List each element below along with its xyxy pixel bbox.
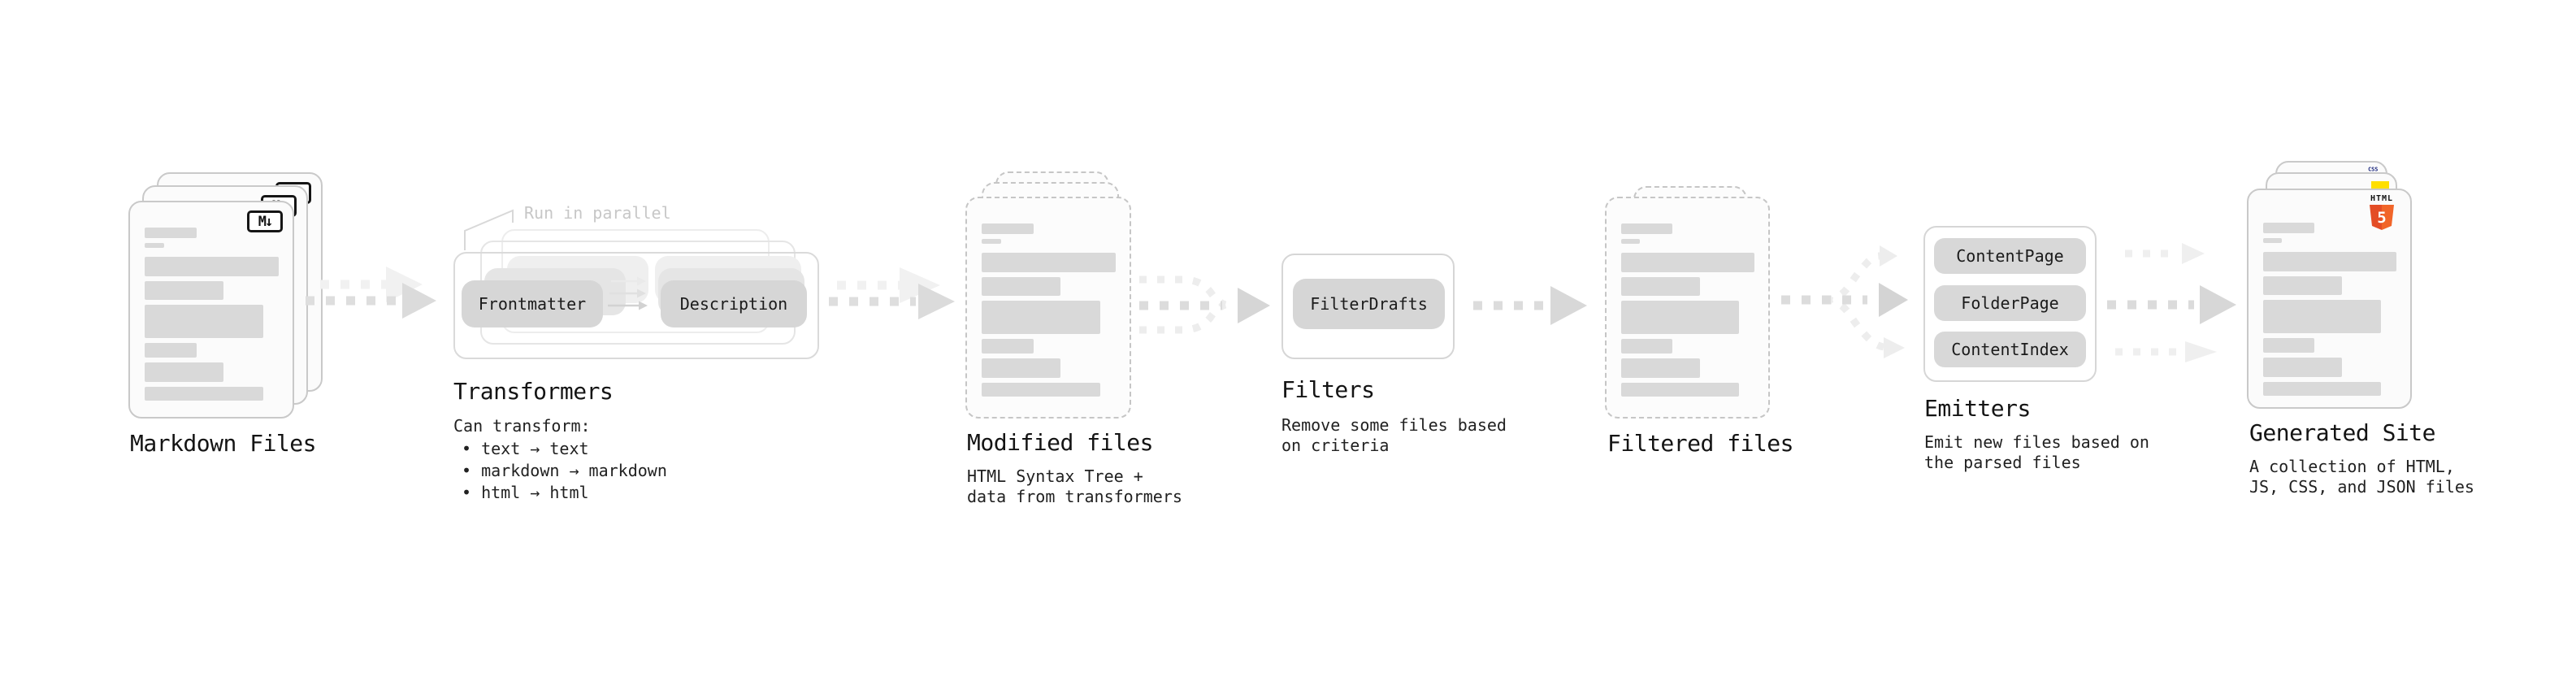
transformer-run-box-front bbox=[453, 252, 819, 359]
file-content-bar bbox=[2263, 223, 2315, 233]
file-content-bar bbox=[2263, 300, 2382, 333]
contentindex-pill: ContentIndex bbox=[1934, 332, 2086, 367]
file-content-bar bbox=[145, 387, 264, 401]
run-in-parallel-note: Run in parallel bbox=[524, 203, 671, 223]
html5-icon: HTML 5 bbox=[2361, 195, 2402, 230]
file-content-bar bbox=[1621, 383, 1740, 397]
arrow-markdown-to-transformers bbox=[306, 267, 436, 319]
file-content-placeholder bbox=[2263, 223, 2399, 401]
markdown-files-title: Markdown Files bbox=[130, 430, 317, 457]
file-content-placeholder bbox=[1621, 223, 1757, 401]
filters-box bbox=[1281, 254, 1455, 359]
filtered-files-title: Filtered files bbox=[1607, 430, 1794, 457]
file-content-bar bbox=[982, 223, 1034, 234]
arrow-filters-to-filtered bbox=[1473, 286, 1587, 325]
filterdrafts-pill: FilterDrafts bbox=[1293, 279, 1445, 329]
markdown-file-card-front: M↓ bbox=[128, 201, 294, 419]
file-content-bar bbox=[145, 362, 224, 382]
generated-site-subtitle: A collection of HTML, bbox=[2249, 457, 2455, 476]
file-content-placeholder bbox=[145, 228, 281, 406]
file-content-bar bbox=[982, 239, 1001, 244]
file-content-placeholder bbox=[982, 223, 1118, 401]
file-content-bar bbox=[1621, 253, 1754, 272]
frontmatter-pill: Frontmatter bbox=[462, 280, 603, 327]
file-content-bar bbox=[1621, 358, 1700, 378]
modified-files-title: Modified files bbox=[967, 429, 1154, 456]
file-content-bar bbox=[145, 228, 197, 238]
generated-site-subtitle: JS, CSS, and JSON files bbox=[2249, 477, 2474, 497]
file-content-bar bbox=[982, 383, 1101, 397]
transformers-title: Transformers bbox=[453, 378, 614, 405]
file-content-bar bbox=[1621, 239, 1641, 244]
modified-files-subtitle: HTML Syntax Tree + bbox=[967, 466, 1143, 486]
transformer-pill-arrows bbox=[608, 276, 648, 310]
transform-bullet: • markdown → markdown bbox=[462, 461, 667, 480]
file-content-bar bbox=[2263, 338, 2315, 353]
transformers-desc-heading: Can transform: bbox=[453, 416, 591, 436]
emitters-subtitle: the parsed files bbox=[1924, 453, 2081, 472]
markdown-icon: M↓ bbox=[247, 210, 283, 232]
filters-title: Filters bbox=[1281, 376, 1375, 403]
file-content-bar bbox=[1621, 277, 1700, 296]
file-content-bar bbox=[2263, 252, 2396, 271]
file-content-bar bbox=[1621, 223, 1673, 234]
description-pill: Description bbox=[661, 280, 807, 327]
file-content-bar bbox=[2263, 276, 2342, 295]
generated-file-card-front: HTML 5 bbox=[2247, 189, 2412, 409]
contentpage-pill: ContentPage bbox=[1934, 238, 2086, 274]
file-content-bar bbox=[982, 339, 1034, 354]
folderpage-pill: FolderPage bbox=[1934, 285, 2086, 321]
file-content-bar bbox=[1621, 301, 1740, 334]
generated-site-title: Generated Site bbox=[2249, 419, 2436, 446]
file-content-bar bbox=[2263, 238, 2283, 243]
js-badge-icon bbox=[2371, 181, 2389, 190]
file-content-bar bbox=[145, 281, 224, 300]
file-content-bar bbox=[145, 257, 279, 276]
file-content-bar bbox=[145, 305, 264, 338]
file-content-bar bbox=[982, 253, 1116, 272]
file-content-bar bbox=[145, 243, 164, 248]
emitters-box bbox=[1923, 226, 2097, 382]
file-content-bar bbox=[982, 358, 1061, 378]
arrow-emitters-to-generated bbox=[2107, 243, 2236, 362]
file-content-bar bbox=[1621, 339, 1673, 354]
file-content-bar bbox=[145, 343, 197, 358]
file-content-bar bbox=[982, 277, 1061, 296]
transform-bullet: • text → text bbox=[462, 439, 589, 458]
filters-subtitle: Remove some files based bbox=[1281, 415, 1507, 435]
file-content-bar bbox=[2263, 382, 2382, 396]
filters-subtitle: on criteria bbox=[1281, 436, 1390, 455]
modified-file-card-front bbox=[965, 197, 1131, 419]
note-connector-line bbox=[464, 209, 514, 250]
arrow-modified-to-filters bbox=[1139, 275, 1270, 334]
modified-files-subtitle: data from transformers bbox=[967, 487, 1182, 506]
css-badge-label: CSS bbox=[2367, 166, 2379, 173]
file-content-bar bbox=[2263, 358, 2342, 377]
arrow-transformers-to-modified bbox=[829, 267, 955, 319]
emitters-subtitle: Emit new files based on bbox=[1924, 432, 2149, 452]
filtered-file-card-front bbox=[1605, 197, 1770, 419]
transform-bullet: • html → html bbox=[462, 483, 589, 502]
html5-word: HTML bbox=[2370, 194, 2394, 203]
html5-shield: 5 bbox=[2370, 205, 2394, 230]
file-content-bar bbox=[982, 301, 1101, 334]
arrow-filtered-to-emitters bbox=[1781, 245, 1908, 358]
emitters-title: Emitters bbox=[1924, 395, 2031, 422]
